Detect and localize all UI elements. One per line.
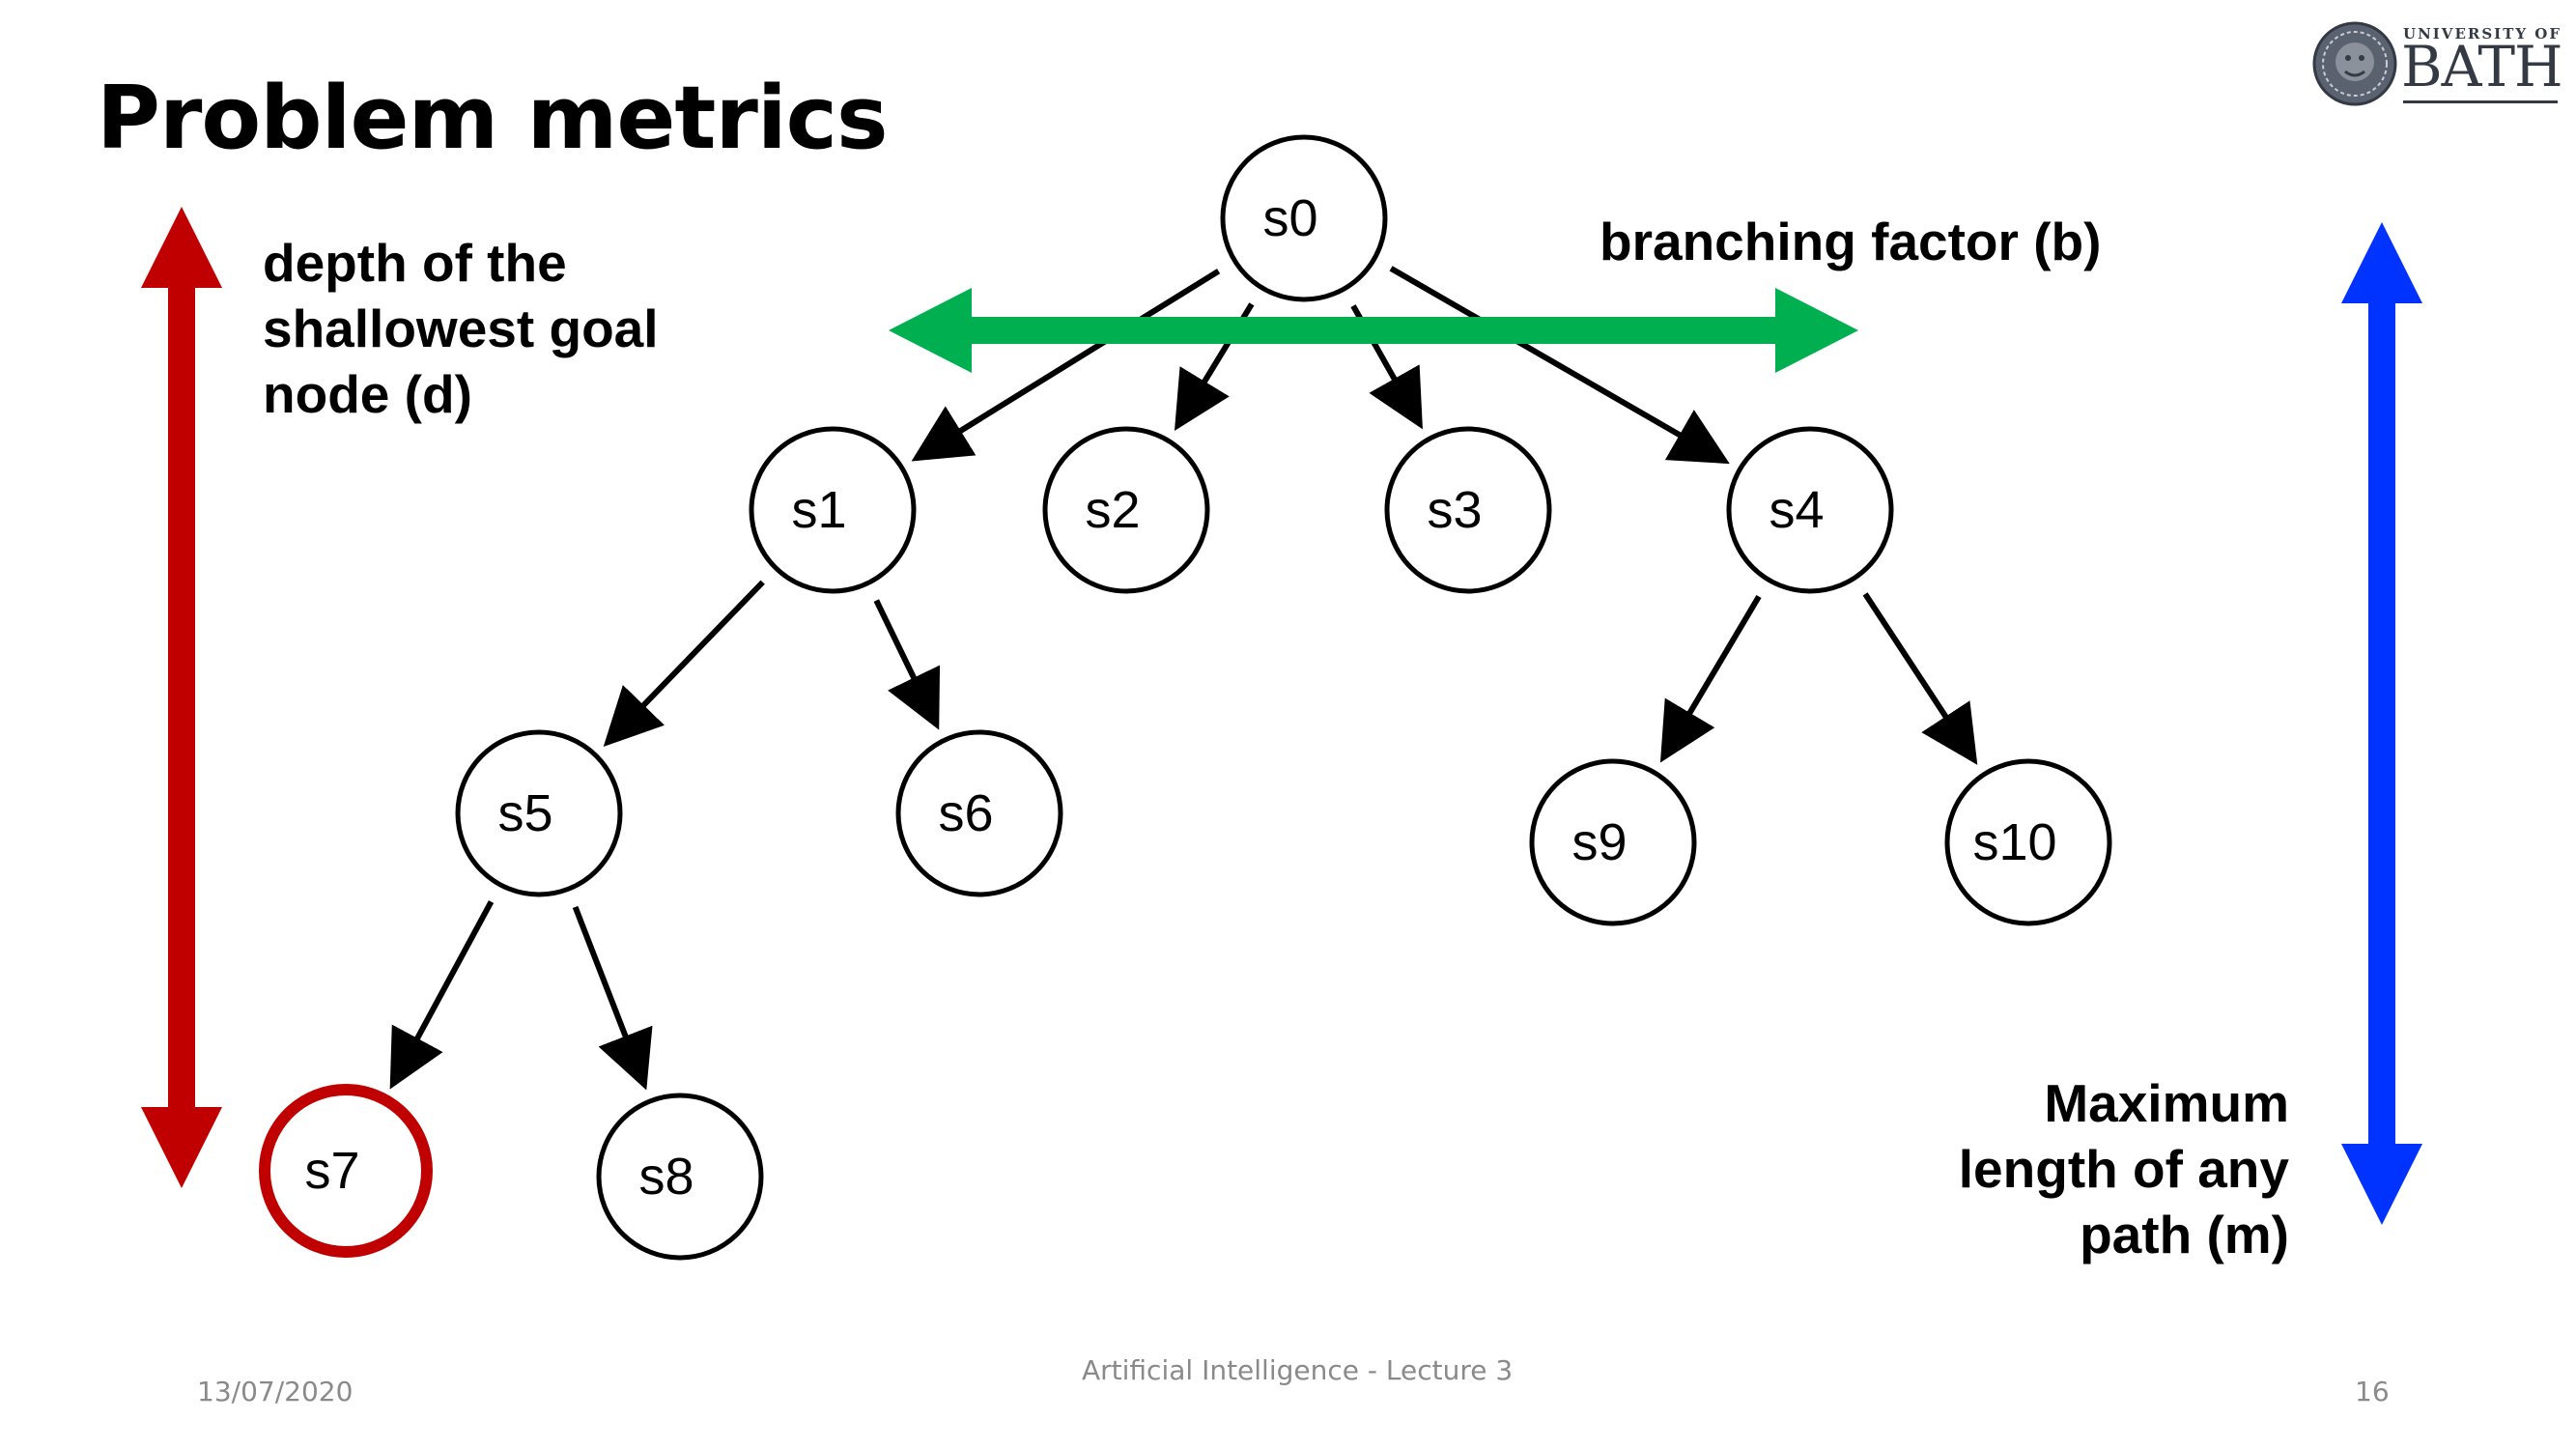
max-length-arrow-head-bottom xyxy=(2341,1144,2422,1225)
node-label: s5 xyxy=(497,784,552,842)
node-circle xyxy=(455,729,623,897)
node-label: s6 xyxy=(938,784,993,842)
max-length-arrow-head-top xyxy=(2341,222,2422,303)
footer-course-title: Artificial Intelligence - Lecture 3 xyxy=(1082,1354,1514,1386)
tree-node-s0: s0 xyxy=(1220,134,1388,302)
depth-arrow xyxy=(141,207,222,1188)
tree-node-s8: s8 xyxy=(596,1093,764,1261)
edge-s1-s6 xyxy=(873,599,941,730)
edge-s0-s4 xyxy=(1389,266,1730,465)
tree-node-s10: s10 xyxy=(1944,758,2112,926)
node-label: s10 xyxy=(1972,813,2056,871)
logo-rule xyxy=(2403,100,2558,103)
logo-text-small: UNIVERSITY OF xyxy=(2403,25,2562,43)
node-label: s7 xyxy=(304,1142,359,1200)
max-length-arrow xyxy=(2341,222,2422,1225)
node-circle xyxy=(1726,426,1894,594)
edge-s1-s5 xyxy=(603,580,765,748)
branching-arrow-head-left xyxy=(889,288,972,373)
node-circle xyxy=(1220,134,1388,302)
branching-arrow-head-right xyxy=(1775,288,1858,373)
depth-arrow-shaft xyxy=(168,280,195,1121)
university-logo: UNIVERSITY OF BATH xyxy=(2310,19,2563,108)
branching-arrow-shaft xyxy=(964,317,1781,344)
node-circle xyxy=(1944,758,2112,926)
tree-node-s6: s6 xyxy=(895,729,1063,897)
node-circle xyxy=(1384,426,1552,594)
max-length-arrow-shaft xyxy=(2368,296,2395,1153)
logo-text-large: BATH xyxy=(2401,34,2563,99)
slide-title: Problem metrics xyxy=(97,68,889,169)
node-label: s3 xyxy=(1427,481,1482,539)
edge-s4-s9 xyxy=(1659,594,1762,763)
tree-node-s3: s3 xyxy=(1384,426,1552,594)
node-circle xyxy=(895,729,1063,897)
university-crest-icon xyxy=(2312,21,2397,106)
max-length-label: Maximum length of any path (m) xyxy=(1958,1073,2289,1264)
tree-node-s4: s4 xyxy=(1726,426,1894,594)
depth-arrow-head-top xyxy=(141,207,222,288)
depth-arrow-head-bottom xyxy=(141,1107,222,1188)
node-circle xyxy=(596,1093,764,1261)
edge-s4-s10 xyxy=(1862,592,1978,765)
edge-s5-s7 xyxy=(389,900,495,1090)
node-label: s0 xyxy=(1262,189,1317,247)
depth-label: depth of the shallowest goal node (d) xyxy=(263,233,659,424)
node-label: s9 xyxy=(1571,813,1627,871)
tree-node-s1: s1 xyxy=(749,426,917,594)
edge-s0-s1 xyxy=(911,269,1221,462)
tree-edges xyxy=(389,266,1978,1091)
edge-s5-s8 xyxy=(572,905,653,1091)
branching-factor-arrow xyxy=(889,288,1858,373)
node-circle xyxy=(749,426,917,594)
node-label: s2 xyxy=(1085,481,1140,539)
tree-nodes: s0 s1 s2 s3 s4 s5 xyxy=(259,134,2112,1261)
tree-node-s5: s5 xyxy=(455,729,623,897)
footer-page-number: 16 xyxy=(2355,1376,2390,1407)
footer-date: 13/07/2020 xyxy=(197,1376,354,1407)
node-label: s4 xyxy=(1769,481,1824,539)
tree-node-s7-goal: s7 xyxy=(259,1084,433,1258)
node-circle xyxy=(1529,758,1697,926)
tree-node-s9: s9 xyxy=(1529,758,1697,926)
node-circle xyxy=(1042,426,1210,594)
goal-node-circle xyxy=(259,1084,433,1258)
branching-factor-label: branching factor (b) xyxy=(1599,212,2102,271)
node-label: s1 xyxy=(791,481,846,539)
tree-node-s2: s2 xyxy=(1042,426,1210,594)
node-label: s8 xyxy=(638,1148,694,1206)
